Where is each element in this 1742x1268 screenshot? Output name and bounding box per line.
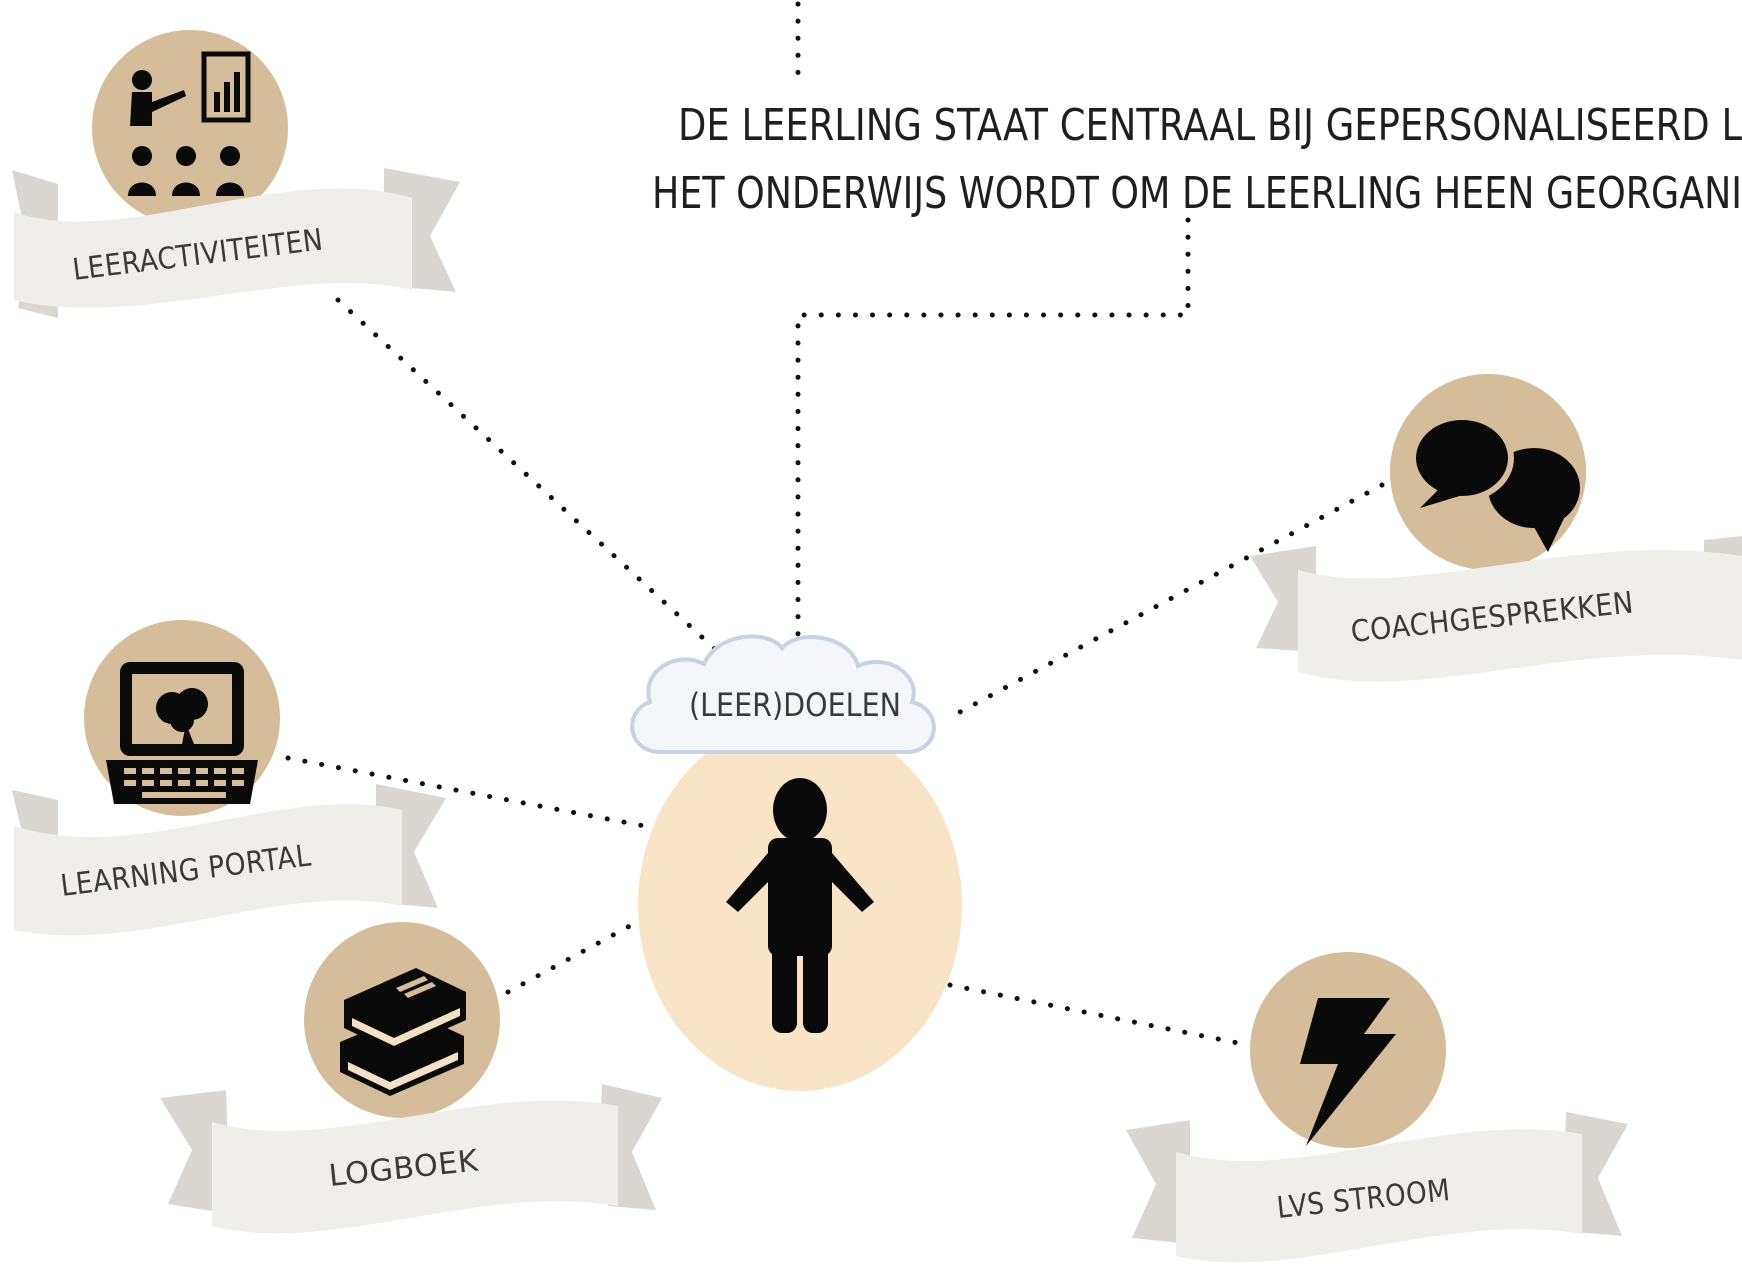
connector-leeractiviteiten	[335, 297, 721, 655]
ribbon	[160, 1084, 662, 1234]
center-node: (LEER)DOELEN	[630, 634, 962, 1091]
connector-coachgesprekken	[957, 482, 1385, 715]
goals-cloud: (LEER)DOELEN	[630, 634, 936, 754]
heading-line-1: DE LEERLING STAAT CENTRAAL BIJ GEPERSONA…	[678, 100, 1742, 151]
laptop-brain-icon	[106, 662, 258, 804]
connector-heading-to-center	[795, 217, 1191, 643]
node-leeractiviteiten: LEERACTIVITEITEN	[12, 30, 460, 318]
teacher-presentation-icon	[128, 51, 251, 196]
ribbon	[12, 168, 460, 318]
node-coachgesprekken: COACHGESPREKKEN	[1250, 374, 1742, 682]
node-lvs-stroom: LVS STROOM	[1126, 952, 1628, 1263]
connector-lvs-stroom	[947, 982, 1251, 1048]
connector-learning-portal	[285, 755, 658, 831]
ribbon	[1126, 1112, 1628, 1263]
node-learning-portal: LEARNING PORTAL	[12, 620, 446, 936]
person-icon	[726, 778, 874, 1033]
ribbon	[12, 784, 446, 936]
node-logboek: LOGBOEK	[160, 922, 662, 1234]
speech-bubbles-icon	[1410, 414, 1580, 552]
goals-cloud-label: (LEER)DOELEN	[689, 686, 901, 724]
ribbon	[1250, 536, 1742, 682]
connectors	[285, 1, 1385, 1048]
heading-line-2: HET ONDERWIJS WORDT OM DE LEERLING HEEN …	[652, 168, 1742, 219]
books-icon	[340, 968, 466, 1096]
connector-logboek	[505, 912, 653, 995]
lightning-icon	[1300, 998, 1396, 1146]
